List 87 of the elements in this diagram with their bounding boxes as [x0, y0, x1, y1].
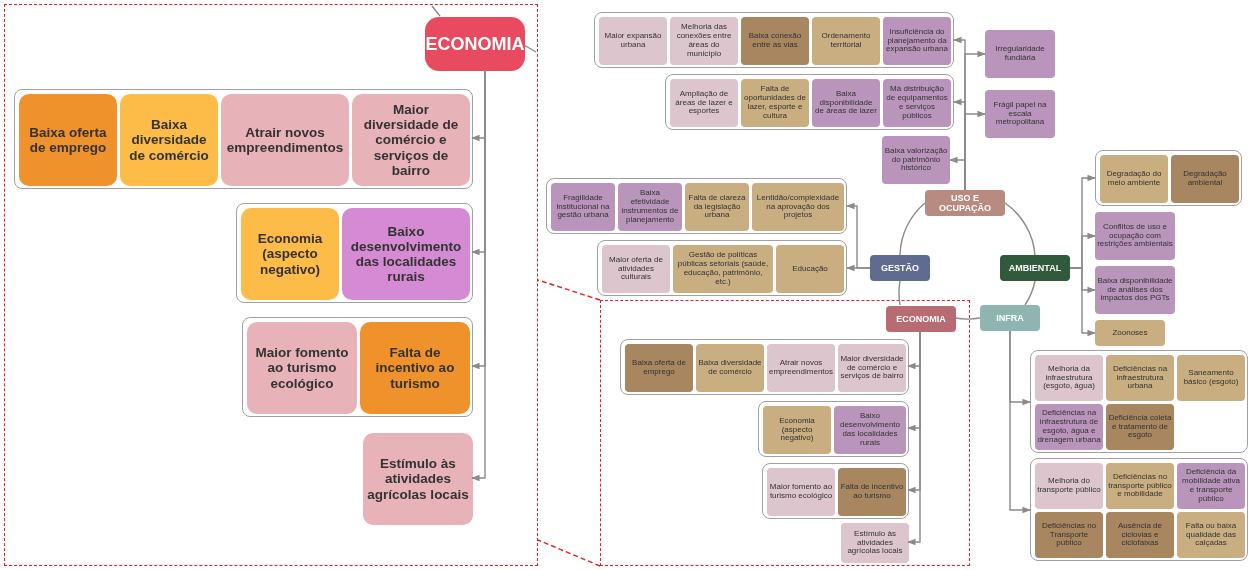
- idea-box: Lentidão/complexidade na aprovação dos projetos: [752, 183, 844, 231]
- group-frame: [14, 89, 473, 189]
- idea-box: Zoonoses: [1095, 320, 1165, 346]
- idea-box: Deficiências na infraestrutura de esgoto, água e drenagem urbana: [1035, 404, 1103, 450]
- idea-box: Melhoria da infraestrutura (esgoto, água): [1035, 355, 1103, 401]
- group-frame: [1030, 350, 1248, 453]
- arrow: [846, 264, 871, 272]
- idea-box: Baixo desenvolvimento das localidades rurais: [342, 208, 470, 300]
- idea-box: Ausência de ciclovias e ciclofaixas: [1106, 512, 1174, 558]
- idea-box: Falta de clareza da legislação urbana: [685, 183, 749, 231]
- idea-box: Baixa valorização do patrimônio histórico: [882, 136, 950, 184]
- idea-box: Deficiências no transporte público e mobilidade: [1106, 463, 1174, 509]
- idea-box: Saneamento básico (esgoto): [1177, 355, 1245, 401]
- idea-box: Baixa conexão entre as vias: [741, 17, 809, 65]
- connector-line: [1004, 202, 1036, 256]
- idea-box: Fragilidade institucional na gestão urbana: [551, 183, 615, 231]
- idea-box: Baixo desenvolvimento das localidades rurais: [834, 406, 906, 454]
- idea-box: Deficiências no Transporte público: [1035, 512, 1103, 558]
- idea-box: Má distribuição de equipamentos e serviços públicos: [883, 79, 951, 127]
- topic-box: ECONOMIA: [425, 17, 525, 71]
- idea-box: Estímulo às atividades agrícolas locais: [841, 523, 909, 563]
- connector-line: [523, 44, 537, 53]
- idea-box: Economia (aspecto negativo): [241, 208, 339, 300]
- topic-box: ECONOMIA: [886, 306, 956, 332]
- idea-box: Maior expansão urbana: [599, 17, 667, 65]
- idea-box: Maior fomento ao turismo ecológico: [767, 468, 835, 516]
- idea-box: Irregularidade fundiária: [985, 30, 1055, 78]
- idea-box: Baixa disponibilidade de áreas de lazer: [812, 79, 880, 127]
- connector-line: [954, 317, 981, 320]
- idea-box: Baixa diversidade de comércio: [696, 344, 764, 392]
- idea-box: Baixa disponibilidade de análises dos impactos dos PGTs: [1095, 266, 1175, 314]
- idea-box: Deficiência da mobilidade ativa e transporte público: [1177, 463, 1245, 509]
- idea-box: Falta ou baixa qualidade das calçadas: [1177, 512, 1245, 558]
- idea-box: Gestão de políticas públicas setoriais (saúde, educação, patrimônio, etc.): [673, 245, 773, 293]
- idea-box: Baixa oferta de emprego: [625, 344, 693, 392]
- group-frame: [620, 339, 909, 395]
- group-frame: [597, 240, 847, 296]
- group-frame: [758, 401, 909, 457]
- zoom-frame: [4, 4, 538, 566]
- connector-line: [431, 5, 441, 17]
- arrow: [1069, 267, 1096, 337]
- idea-box: Ampliação de áreas de lazer e esportes: [670, 79, 738, 127]
- group-frame: [236, 203, 473, 303]
- idea-box: Maior diversidade de comércio e serviços de bairro: [352, 94, 470, 186]
- connector-line: [899, 202, 926, 256]
- idea-box: Ordenamento territorial: [812, 17, 880, 65]
- topic-box: USO E OCUPAÇÃO: [925, 190, 1005, 216]
- topic-box: INFRA: [980, 305, 1040, 331]
- idea-box: Deficiências na infraestrutura urbana: [1106, 355, 1174, 401]
- group-frame: [1095, 150, 1242, 206]
- idea-box: Economia (aspecto negativo): [763, 406, 831, 454]
- topic-box: GESTÃO: [870, 255, 930, 281]
- group-frame: [546, 178, 847, 234]
- idea-box: Baixa oferta de emprego: [19, 94, 117, 186]
- group-frame: [594, 12, 954, 68]
- connector-line: [1024, 280, 1036, 306]
- idea-box: Atrair novos empreendimentos: [221, 94, 349, 186]
- idea-box: Atrair novos empreendimentos: [767, 344, 835, 392]
- idea-box: Baixa efetividade instrumentos de planejamento: [618, 183, 682, 231]
- idea-box: Falta de incentivo ao turismo: [360, 322, 470, 414]
- arrow: [964, 110, 986, 191]
- idea-box: Estímulo às atividades agrícolas locais: [363, 433, 473, 525]
- group-frame: [1030, 458, 1248, 561]
- group-frame: [242, 317, 473, 417]
- arrow: [1009, 330, 1031, 514]
- idea-box: Educação: [776, 245, 844, 293]
- idea-box: Falta de oportunidades de lazer, esporte e cultura: [741, 79, 809, 127]
- idea-box: Maior fomento ao turismo ecológico: [247, 322, 357, 414]
- group-frame: [665, 74, 954, 130]
- idea-box: Baixa diversidade de comércio: [120, 94, 218, 186]
- idea-box: Maior diversidade de comércio e serviços de bairro: [838, 344, 906, 392]
- topic-box: AMBIENTAL: [1000, 255, 1070, 281]
- idea-box: Falta de incentivo ao turismo: [838, 468, 906, 516]
- idea-box: Degradação ambiental: [1171, 155, 1239, 203]
- idea-box: Deficiência coleta e tratamento de esgoto: [1106, 404, 1174, 450]
- idea-box: Insuficiência do planejamento da expansão urbana: [883, 17, 951, 65]
- zoom-frame: [600, 300, 970, 566]
- idea-box: Conflitos de uso e ocupação com restrições ambientais: [1095, 212, 1175, 260]
- connector-line: [898, 280, 901, 306]
- idea-box: Melhoria do transporte público: [1035, 463, 1103, 509]
- zoom-line: [537, 539, 601, 567]
- idea-box: Frágil papel na escala metropolitana: [985, 90, 1055, 138]
- idea-box: Melhoria das conexões entre áreas do município: [670, 17, 738, 65]
- idea-box: Maior oferta de atividades culturais: [602, 245, 670, 293]
- group-frame: [762, 463, 909, 519]
- idea-box: Degradação do meio ambiente: [1100, 155, 1168, 203]
- zoom-line: [537, 279, 601, 301]
